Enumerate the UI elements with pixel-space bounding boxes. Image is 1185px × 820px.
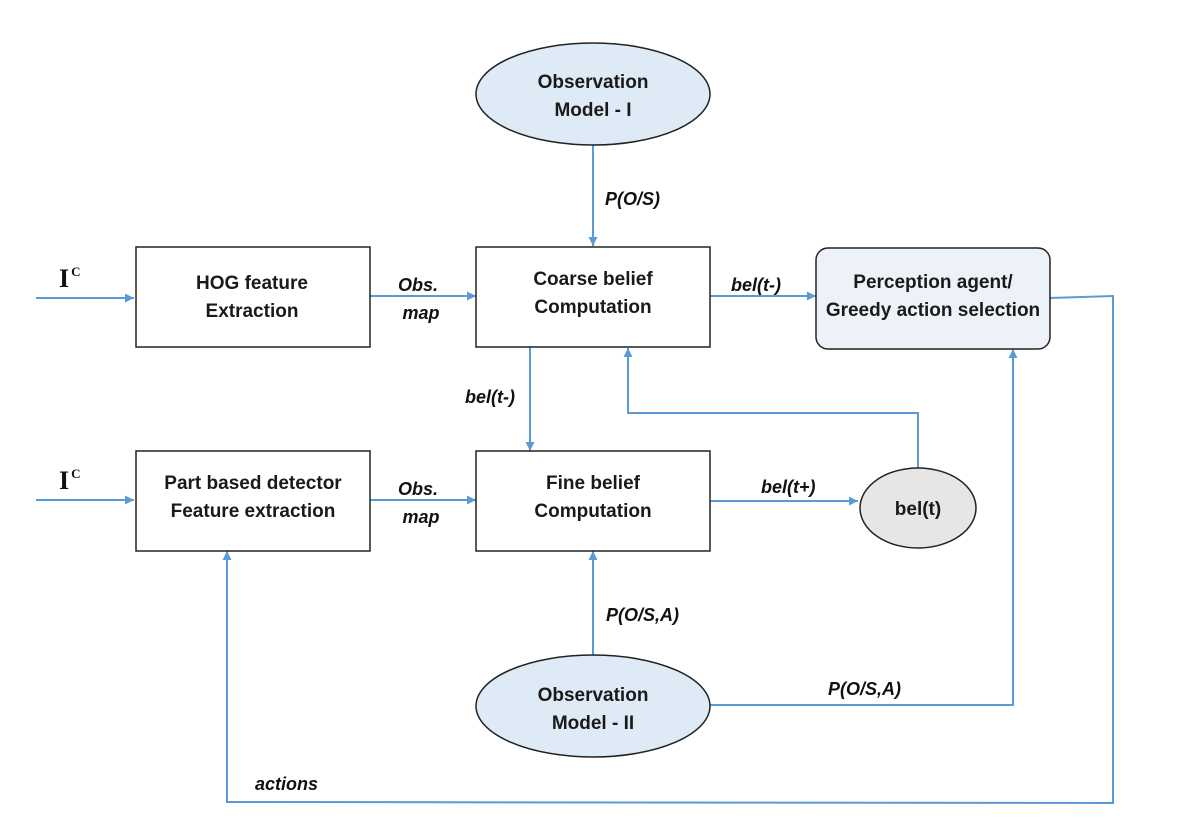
coarse-belief-line-2: Computation [534,297,651,318]
observation-model-2-line-2: Model - II [552,713,634,734]
label-obs-map-bottom-line-2: map [402,507,439,527]
perception-agent-line-1: Perception agent/ [853,272,1013,293]
perception-agent-node: Perception agent/ Greedy action selectio… [815,247,1051,350]
observation-model-1-line-2: Model - I [554,100,631,121]
label-obs-map-top-line-1: Obs. [398,275,438,295]
fine-belief-node: Fine belief Computation [475,450,711,552]
observation-model-1-line-1: Observation [538,72,649,93]
part-based-line-2: Feature extraction [171,501,336,522]
label-p-o-s-a-up: P(O/S,A) [606,605,679,625]
label-actions: actions [255,774,318,794]
hog-feature-extraction-node: HOG feature Extraction [135,246,371,348]
observation-model-1-shape [475,42,711,146]
perception-agent-line-2: Greedy action selection [826,300,1040,321]
observation-model-2-node: Observation Model - II [475,654,711,758]
label-bel-t-plus: bel(t+) [761,477,816,497]
label-p-o-s: P(O/S) [605,189,660,209]
hog-line-2: Extraction [206,301,299,322]
coarse-belief-node: Coarse belief Computation [475,246,711,348]
observation-model-1-node: Observation Model - I [475,42,711,146]
part-based-line-1: Part based detector [164,473,342,494]
coarse-belief-line-1: Coarse belief [533,269,653,290]
belt-label: bel(t) [895,499,941,520]
hog-box [135,246,371,348]
coarse-belief-box [475,246,711,348]
fine-belief-line-2: Computation [534,501,651,522]
edge-perception-actions-loop [222,294,1114,805]
perception-agent-box [815,247,1051,350]
belt-node: bel(t) [859,467,977,549]
fine-belief-line-1: Fine belief [546,473,641,494]
label-obs-map-bottom-line-1: Obs. [398,479,438,499]
part-based-box [135,450,371,552]
observation-model-2-line-1: Observation [538,685,649,706]
edge-obsmodel2-to-perception [709,349,1018,706]
belt-shape [859,467,977,549]
label-obs-map-top-line-2: map [402,303,439,323]
hog-line-1: HOG feature [196,273,308,294]
label-p-o-s-a-right: P(O/S,A) [828,679,901,699]
part-based-detector-node: Part based detector Feature extraction [135,450,371,552]
observation-model-2-shape [475,654,711,758]
fine-belief-box [475,450,711,552]
label-bel-t-minus-right: bel(t-) [731,275,781,295]
edge-belt-feedback-to-coarse [623,348,919,480]
label-bel-t-minus-down: bel(t-) [465,387,515,407]
